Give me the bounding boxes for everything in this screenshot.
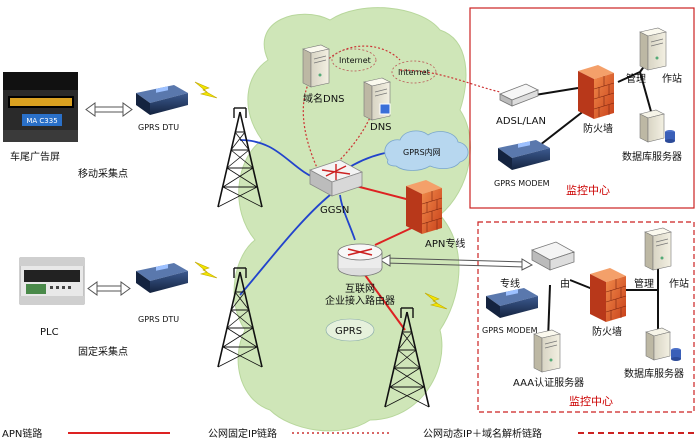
domain-dns-server-icon [302,44,330,88]
dedicated-router-label-a: 专线 [500,277,520,290]
internet-label-1: Internet [339,56,371,65]
mgmt-ws-top-label-b: 作站 [662,72,682,85]
link-internet-adsl-dotted [399,69,501,93]
arrow-car-dtu [85,102,133,117]
link-dns-internet-dotted [317,45,401,71]
mgmt-ws-bottom-label-b: 作站 [669,277,689,290]
signal-lightning-top-icon [194,81,218,99]
gprs-dtu-bottom-icon [136,263,188,293]
adsl-modem-icon [499,83,539,107]
link-ggsn-dns2-dotted [334,104,376,166]
link-ggsn-dns-dotted [302,79,319,171]
gprs-dtu-top-label: GPRS DTU [138,123,179,132]
monitor-center-top-box [469,7,695,209]
ggsn-icon [309,159,363,197]
gprs-network-cloud [233,7,471,432]
dedicated-router-icon [531,241,575,271]
gprs-intranet-label: GPRS内网 [403,147,441,157]
ggsn-label: GGSN [320,205,349,216]
legend-fixed-ip-label: 公网固定IP链路 [208,427,277,440]
dedicated-router-label-b: 由 [560,277,570,290]
mgmt-workstation-top-icon [639,27,667,71]
aaa-server-icon [533,329,561,373]
dns-label: DNS [370,122,392,133]
car-rear-screen-image: MA C335 [3,72,78,142]
gprs-dtu-bottom-label: GPRS DTU [138,315,179,324]
enterprise-router-icon [337,243,383,277]
mgmt-ws-bottom-label-a: 管理 [634,277,654,290]
monitor-center-top-label: 监控中心 [566,183,610,197]
link-router-tower-bottom [364,274,406,331]
monitor-center-bottom-box [477,221,695,413]
fixed-point-label: 固定采集点 [78,345,128,358]
router-label-line1: 互联网 [345,283,375,295]
legend: APN链路 公网固定IP链路 公网动态IP＋域名解析链路 [2,427,696,440]
gprs-modem-top-label: GPRS MODEM [494,179,550,188]
internet-cloud-2 [391,60,437,84]
internet-label-2: Internet [398,68,430,77]
arrow-plc-dtu [87,281,131,296]
dns-badge-icon [379,103,391,115]
gprs-dtu-top-icon [136,85,188,115]
gprs-intranet-cloud [384,130,469,171]
mgmt-workstation-bottom-icon [644,227,672,271]
mgmt-ws-top-label-a: 管理 [626,72,646,85]
firewall-bottom-label: 防火墙 [592,325,622,338]
mobile-point-label: 移动采集点 [78,167,128,180]
internet-cloud-1 [331,48,377,72]
gprs-label: GPRS [335,326,362,337]
adsl-label: ADSL/LAN [496,116,546,127]
license-plate: MA C335 [26,117,57,125]
car-screen-label: 车尾广告屏 [10,150,60,163]
firewall-top-label: 防火墙 [583,122,613,135]
link-tower-bottom-ggsn [239,194,331,296]
firewall-top-icon [577,64,615,120]
firewall-bottom-icon [589,267,627,323]
link-ggsn-router [339,194,356,241]
domain-dns-label: 域名DNS [303,92,345,105]
apn-firewall-icon [405,179,443,235]
gprs-modem-bottom-label: GPRS MODEM [482,326,538,335]
aaa-server-label: AAA认证服务器 [513,376,584,389]
signal-lightning-bottom-icon [194,261,218,279]
db-bottom-label: 数据库服务器 [624,367,684,380]
router-label-line2: 企业接入路由器 [325,294,395,307]
db-server-bottom-icon [645,327,682,362]
apn-line-label: APN专线 [425,237,465,250]
gprs-modem-bottom-icon [486,288,538,318]
legend-dynamic-ip-label: 公网动态IP＋域名解析链路 [423,427,542,440]
db-top-label: 数据库服务器 [622,150,682,163]
link-ggsn-apn-firewall [351,184,411,201]
plc-image [19,257,85,305]
plc-label: PLC [40,327,59,338]
gprs-modem-top-icon [498,140,550,170]
db-server-top-icon [639,109,676,144]
legend-apn-label: APN链路 [2,427,42,440]
gprs-bubble [325,318,375,342]
monitor-center-bottom-label: 监控中心 [569,394,613,408]
router-dedicated-arrow [378,254,534,271]
